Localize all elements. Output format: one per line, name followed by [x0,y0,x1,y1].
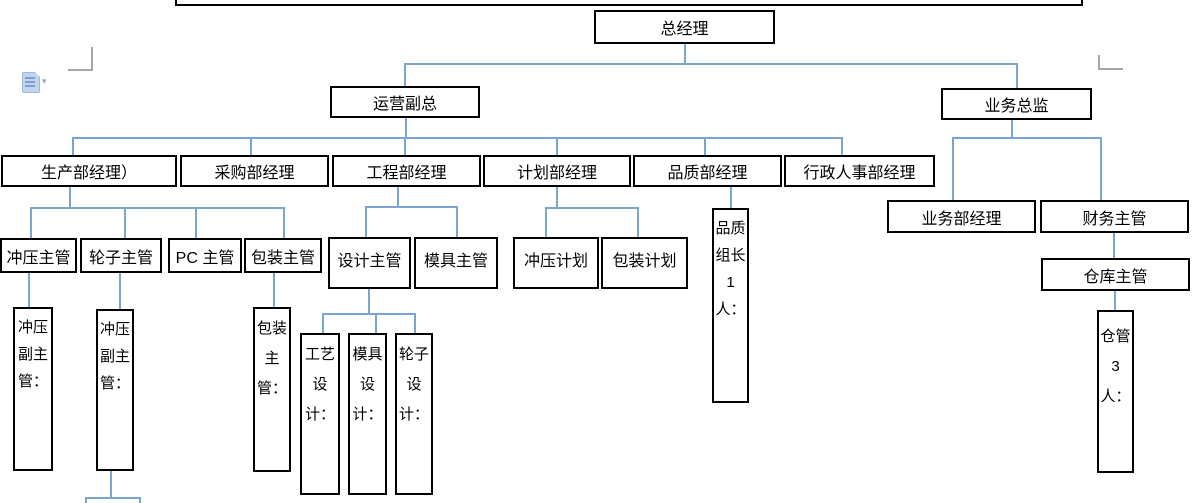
connector-manager-branch [72,137,843,139]
connector-to-vp-ops [404,63,406,86]
connector-bottom-drop-left [85,497,87,503]
node-business-director[interactable]: 业务总监 [941,88,1092,120]
connector-engineering-branch [365,206,458,208]
node-stamping-planning[interactable]: 冲压计划 [513,237,599,289]
connector-to-business-dept [952,137,954,200]
connector-to-deputy-stamping-1 [28,273,30,307]
node-warehouse-supervisor[interactable]: 仓库主管 [1041,258,1190,291]
connector-business-branch [952,137,1102,139]
node-label: 工程部经理 [366,165,447,182]
node-label: 总经理 [660,21,709,38]
node-finance-supervisor[interactable]: 财务主管 [1040,200,1189,233]
node-quality-team-leader[interactable]: 品质组长1人： [712,208,749,403]
connector-engineering-down [397,187,399,206]
node-label: 运营副总 [372,96,437,113]
node-label: 冲压主管 [6,249,71,267]
connector-vp-ops-down [405,118,407,137]
connector-to-biz-dir [1016,63,1018,88]
node-label: 模具主管 [423,253,488,270]
connector-to-mold-design [375,313,377,333]
paste-clipboard-icon [22,72,40,93]
connector-to-storekeepers [1114,291,1116,310]
connector-to-planning [556,137,558,155]
node-production-manager[interactable]: 生产部经理） [1,155,177,187]
connector-production-down [69,187,71,207]
connector-to-packaging-sup [283,207,285,238]
connector-to-warehouse [1113,233,1115,258]
connector-design-branch [322,313,416,315]
node-deputy-stamping-supervisor-2[interactable]: 冲压副主管： [96,309,134,471]
connector-deputy2-down [110,471,112,498]
connector-to-pc-sup [195,207,197,238]
connector-to-craft-design [322,313,324,333]
node-planning-manager[interactable]: 计划部经理 [483,155,631,187]
connector-to-engineering [404,137,406,155]
connector-bottom-drop-right [139,497,141,503]
node-label: 业务总监 [984,98,1049,115]
node-mold-design[interactable]: 模具设计： [348,333,387,495]
node-wheel-supervisor[interactable]: 轮子主管 [80,238,162,273]
node-label: 包装计划 [612,253,677,270]
connector-biz-dir-down [1011,120,1013,138]
connector-to-wheel-design [414,313,416,333]
node-pc-supervisor[interactable]: PC 主管 [168,238,242,273]
node-wheel-design[interactable]: 轮子设计： [395,333,433,495]
connector-to-packaging-detail [273,273,275,307]
node-packaging-supervisor[interactable]: 包装主管 [244,238,322,273]
connector-to-finance [1100,137,1102,200]
connector-to-design-sup [365,206,367,237]
node-label: 设计主管 [337,253,402,270]
node-vp-operations[interactable]: 运营副总 [330,86,480,118]
connector-to-wheel-sup [124,207,126,238]
connector-bottom-branch-cropped [85,497,141,499]
node-quality-manager[interactable]: 品质部经理 [633,155,782,187]
node-label: 包装主管 [250,249,315,267]
node-stamping-supervisor[interactable]: 冲压主管 [0,238,77,273]
node-business-dept-manager[interactable]: 业务部经理 [887,200,1036,233]
node-label: 品质部经理 [667,165,748,182]
connector-production-branch [30,207,285,209]
node-label: 生产部经理） [40,165,137,182]
title-box-cropped[interactable] [175,0,1083,6]
node-craft-design[interactable]: 工艺设计： [300,333,340,495]
connector-to-production [72,137,74,155]
node-label: 行政人事部经理 [803,165,916,182]
node-label: 冲压计划 [523,253,588,270]
text-boundary-mark-left [68,47,93,71]
connector-planning-down [556,187,558,207]
node-admin-hr-manager[interactable]: 行政人事部经理 [784,155,935,187]
node-deputy-stamping-supervisor-1[interactable]: 冲压副主管： [13,307,53,471]
connector-to-admin-hr [841,137,843,155]
connector-design-down [368,289,370,313]
paste-options-button[interactable]: ▾ [20,71,52,93]
node-engineering-manager[interactable]: 工程部经理 [332,155,481,187]
node-mold-supervisor[interactable]: 模具主管 [414,237,498,289]
node-label: 业务部经理 [921,210,1002,228]
connector-to-quality [704,137,706,155]
node-packaging-supervisor-detail[interactable]: 包装主管： [253,307,291,472]
dropdown-arrow-icon: ▾ [42,76,47,86]
node-storekeepers[interactable]: 仓管3人： [1097,310,1134,473]
connector-to-quality-leader [730,187,732,208]
node-design-supervisor[interactable]: 设计主管 [328,237,411,289]
connector-to-stamping-sup [30,207,32,238]
connector-top-branch [404,63,1018,65]
connector-to-stamping-plan [545,207,547,237]
connector-to-deputy-stamping-2 [119,273,121,309]
connector-to-mold-sup [456,206,458,237]
text-boundary-mark-right [1098,55,1123,70]
node-general-manager[interactable]: 总经理 [594,10,775,44]
node-packaging-planning[interactable]: 包装计划 [601,237,688,289]
node-purchasing-manager[interactable]: 采购部经理 [180,155,329,187]
node-label: 采购部经理 [214,165,295,182]
node-label: PC 主管 [175,249,235,267]
node-label: 轮子主管 [88,249,153,267]
connector-to-packaging-plan [637,207,639,237]
connector-gm-down [684,44,686,63]
node-label: 仓库主管 [1083,268,1148,286]
connector-to-purchasing [250,137,252,155]
connector-planning-branch [545,207,638,209]
node-label: 财务主管 [1082,210,1147,228]
node-label: 计划部经理 [516,165,597,182]
